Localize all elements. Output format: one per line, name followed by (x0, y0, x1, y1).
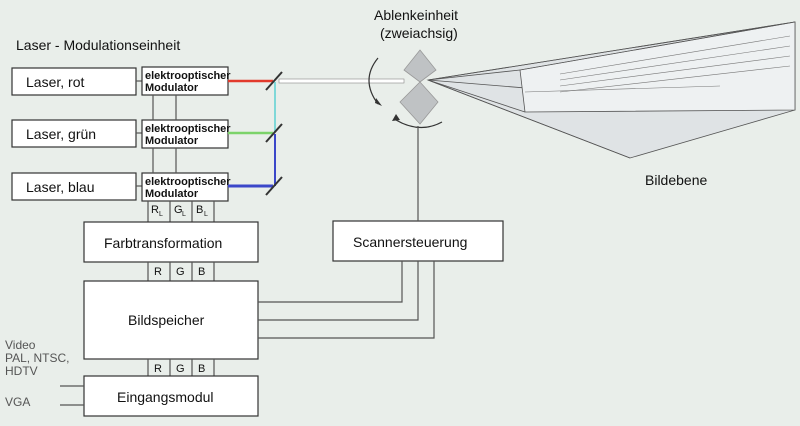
rgb-top-b: B (198, 266, 205, 278)
input-vga: VGA (5, 395, 30, 409)
rgb-l-labels: R L G L B L (151, 204, 208, 218)
modulator-green: elektrooptischer Modulator (141, 119, 231, 149)
modulator-red: elektrooptischer Modulator (141, 66, 231, 96)
mirror-blue (265, 176, 283, 196)
rgbl-b: B (196, 204, 203, 216)
rgbl-g-sub: L (182, 211, 186, 218)
laser-green: Laser, grün (11, 119, 137, 148)
rgb-bottom-b: B (198, 363, 205, 375)
combined-beam (278, 78, 405, 84)
rgbl-r-sub: L (159, 211, 163, 218)
input-module: Eingangsmodul (83, 375, 259, 417)
modulator-red-line1: elektrooptischer (145, 70, 231, 82)
rgbl-g: G (174, 204, 183, 216)
image-plane-label: Bildebene (645, 172, 707, 188)
frame-buffer-label: Bildspeicher (128, 312, 205, 328)
input-video-line1: Video (5, 338, 36, 352)
deflection-unit-label: Ablenkeinheit (374, 7, 458, 23)
rgb-bottom-g: G (176, 363, 185, 375)
modulator-blue-line2: Modulator (145, 188, 199, 200)
scanner-control-label: Scannersteuerung (353, 234, 467, 250)
rgbl-b-sub: L (204, 211, 208, 218)
frame-buffer: Bildspeicher (83, 280, 259, 360)
deflection-unit-sublabel: (zweiachsig) (380, 25, 458, 41)
mirror-red (265, 71, 283, 91)
rgb-bottom-r: R (154, 363, 162, 375)
image-plane (519, 21, 796, 113)
color-transformation-label: Farbtransformation (104, 235, 222, 251)
mirror-green (265, 123, 283, 143)
laser-green-label: Laser, grün (26, 126, 96, 142)
input-module-label: Eingangsmodul (117, 389, 214, 405)
laser-blue: Laser, blau (11, 172, 137, 201)
modulator-blue: elektrooptischer Modulator (141, 172, 231, 202)
modulator-blue-line1: elektrooptischer (145, 176, 231, 188)
modulator-green-line1: elektrooptischer (145, 123, 231, 135)
rgb-top-r: R (154, 266, 162, 278)
rgbl-r: R (151, 204, 159, 216)
scanner-control: Scannersteuerung (332, 220, 504, 262)
input-video-line2: PAL, NTSC, (5, 351, 69, 365)
rgb-top-g: G (176, 266, 185, 278)
input-video-line3: HDTV (5, 364, 38, 378)
laser-red: Laser, rot (11, 67, 137, 96)
modulation-unit-title: Laser - Modulationseinheit (16, 37, 180, 53)
modulator-red-line2: Modulator (145, 82, 199, 94)
laser-blue-label: Laser, blau (26, 179, 95, 195)
deflection-unit (368, 49, 443, 129)
modulator-green-line2: Modulator (145, 135, 199, 147)
color-transformation: Farbtransformation (83, 221, 259, 263)
laser-red-label: Laser, rot (26, 74, 84, 90)
projection-frustum (426, 21, 796, 159)
